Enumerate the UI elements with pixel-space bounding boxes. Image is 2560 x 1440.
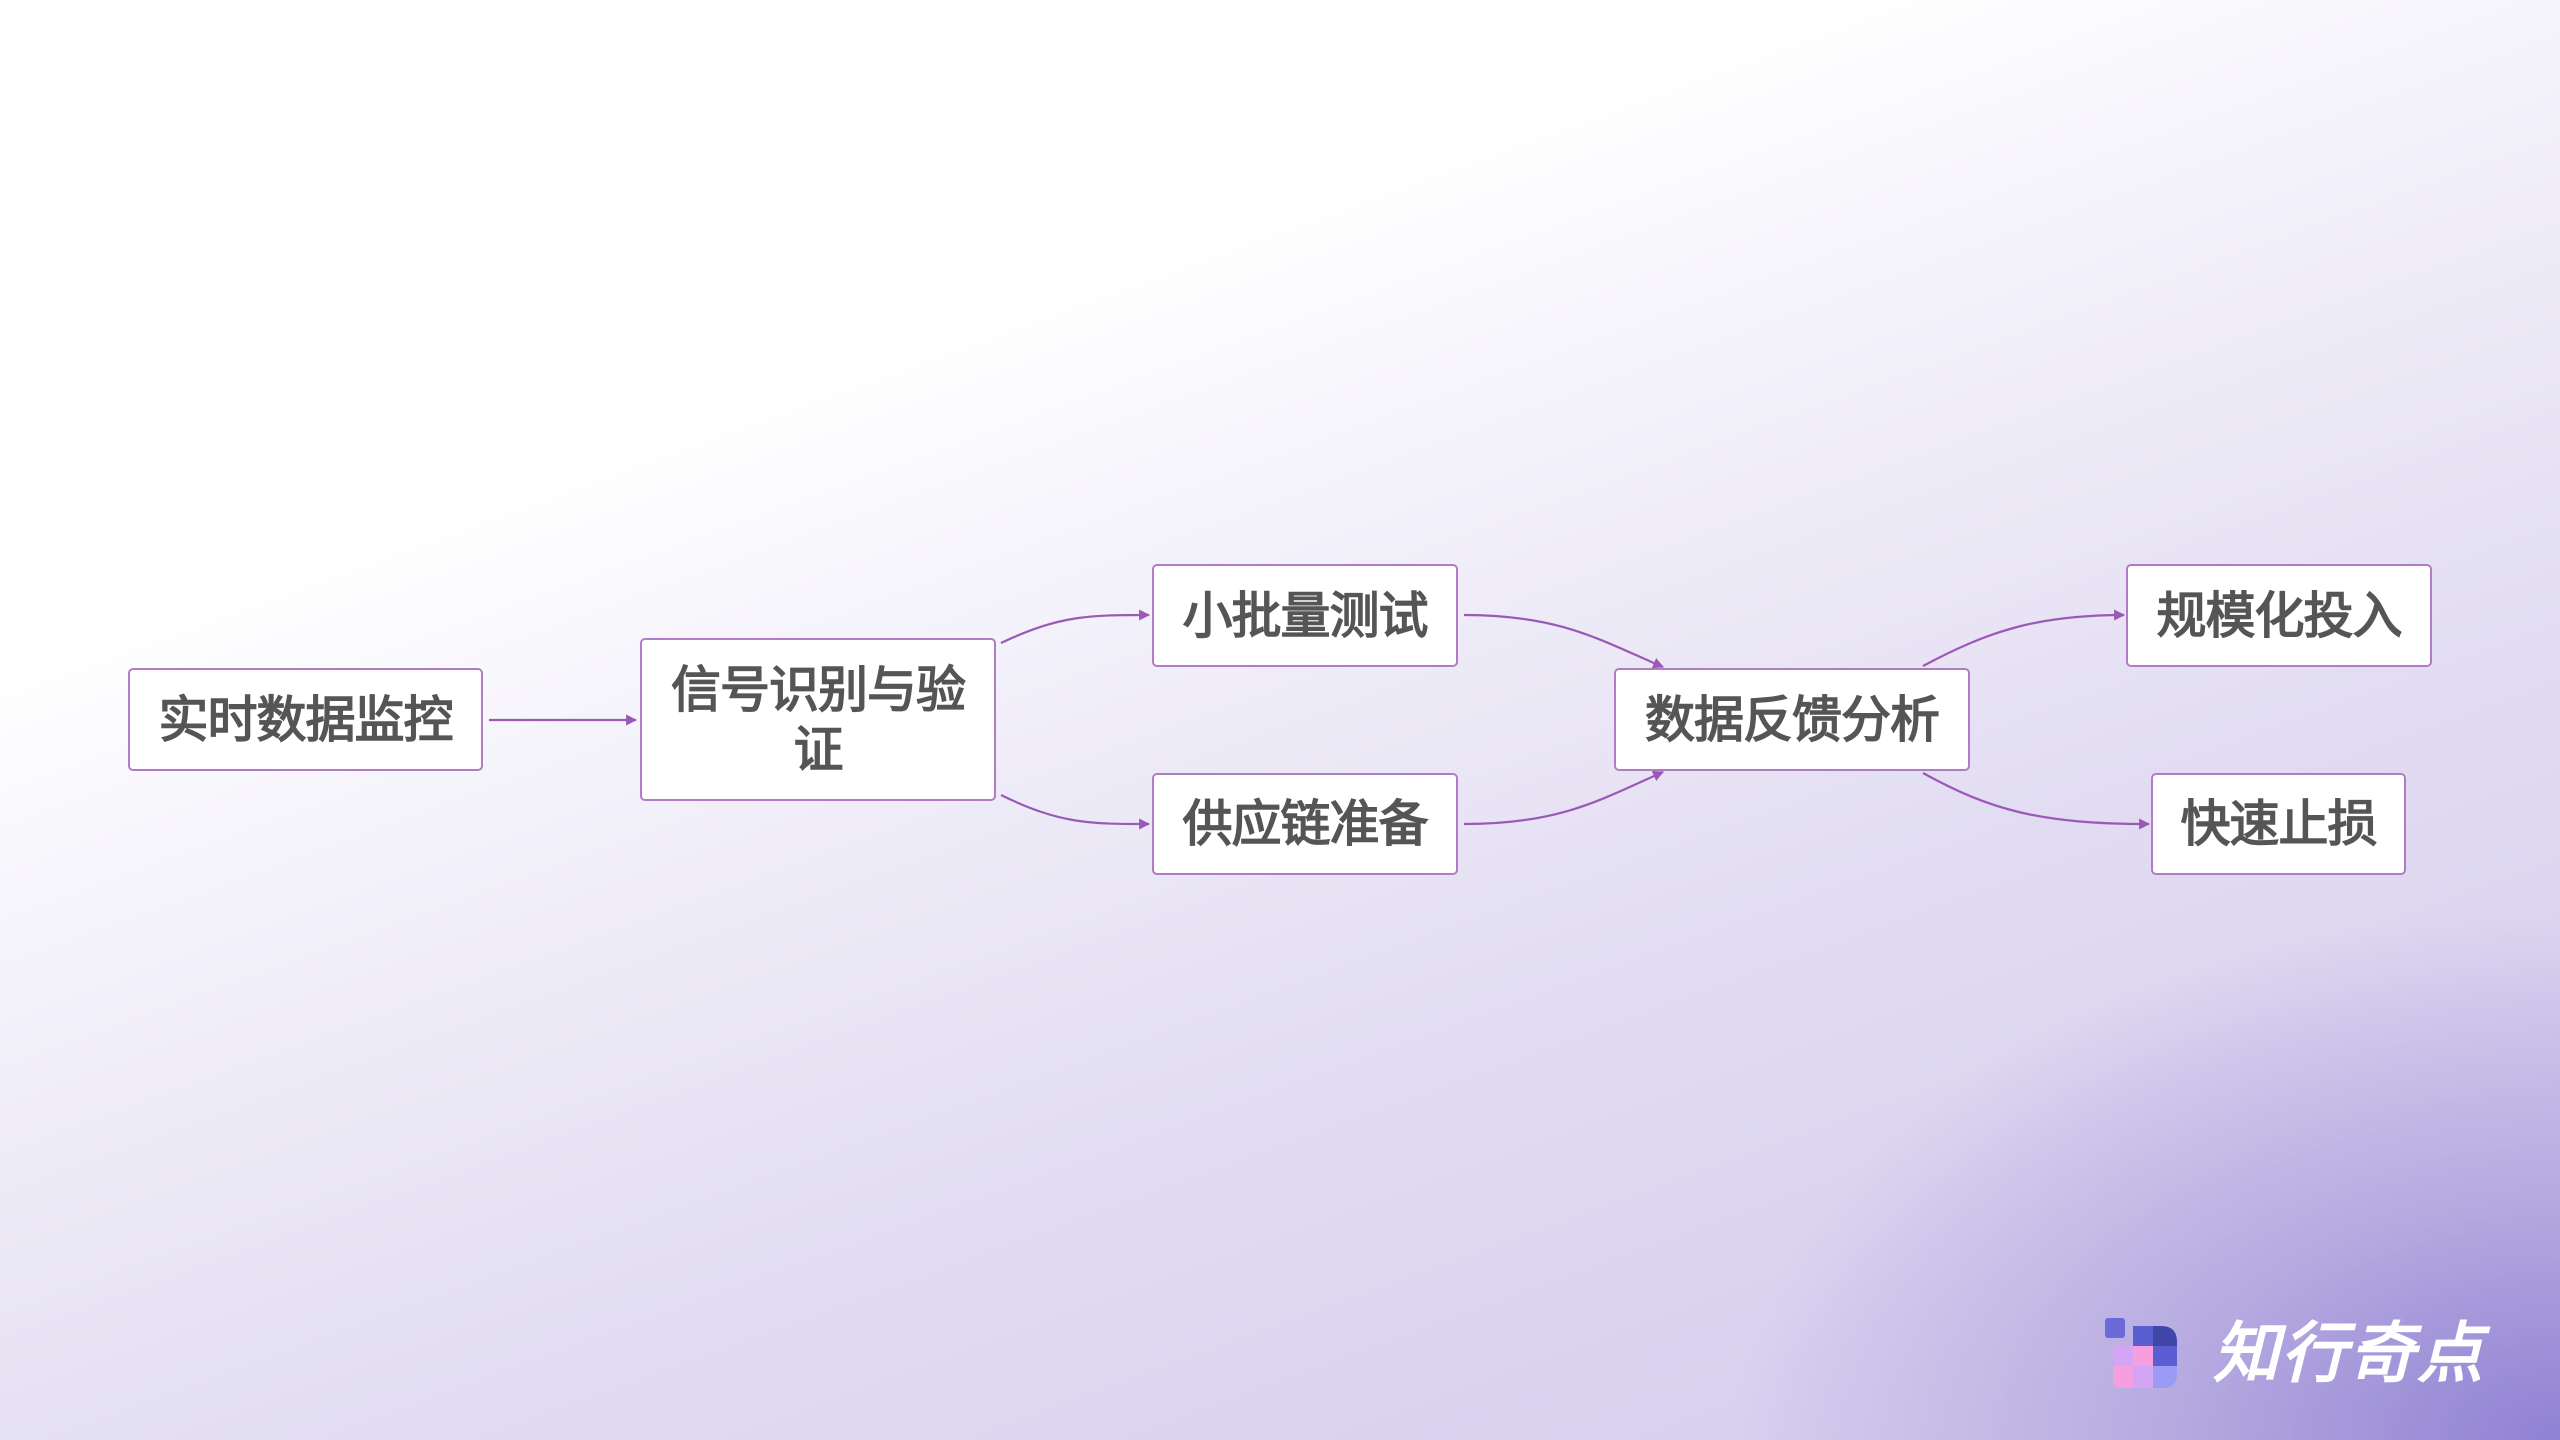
node-label: 信号识别与验证 [671, 660, 966, 779]
node-small-batch-test: 小批量测试 [1152, 564, 1458, 667]
node-data-feedback-analysis: 数据反馈分析 [1614, 668, 1970, 771]
brand-name: 知行奇点 [2213, 1315, 2485, 1392]
node-label: 快速止损 [2180, 795, 2378, 853]
node-label: 供应链准备 [1182, 795, 1429, 853]
node-realtime-monitoring: 实时数据监控 [128, 668, 483, 771]
pixel-d-logo-icon [2105, 1318, 2177, 1388]
node-signal-verification: 信号识别与验证 [640, 638, 996, 801]
node-label: 数据反馈分析 [1645, 690, 1940, 749]
node-supply-chain-prep: 供应链准备 [1152, 773, 1458, 875]
node-label: 实时数据监控 [158, 690, 454, 749]
node-label: 规模化投入 [2156, 586, 2403, 645]
node-scale-investment: 规模化投入 [2126, 564, 2432, 667]
node-quick-stop-loss: 快速止损 [2151, 773, 2406, 875]
node-label: 小批量测试 [1182, 586, 1429, 645]
brand-logo: 知行奇点 [2105, 1318, 2505, 1390]
